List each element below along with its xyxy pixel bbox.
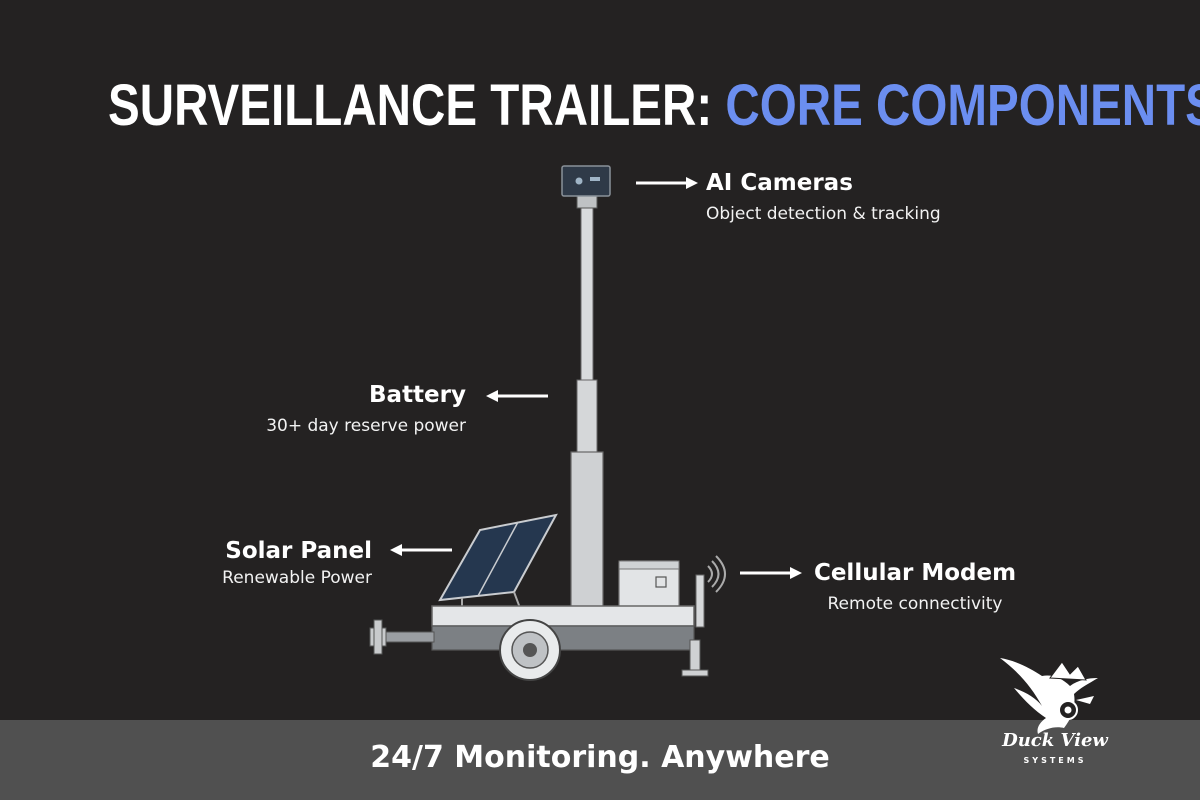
callout-solar: Solar Panel Renewable Power [180,538,372,588]
arrow-to-battery-icon [486,390,548,402]
mast-mid-section [576,379,598,453]
equipment-box-indicator [655,576,667,588]
page-title: SURVEILLANCE TRAILER: CORE COMPONENTS [108,72,1200,139]
title-part2: CORE COMPONENTS [725,73,1200,138]
arrow-to-solar-icon [390,544,452,556]
cameras-name: AI Cameras [706,170,853,196]
trailer-illustration [369,165,802,681]
mast-top-section [580,199,594,381]
arrow-to-cameras-icon [636,177,698,189]
logo-subtitle: SYSTEMS [1023,756,1087,765]
duck-eagle-logo-icon [1000,658,1098,734]
title-part1: SURVEILLANCE TRAILER: [108,73,726,138]
equipment-box-lid [618,560,680,570]
trailer-tongue [383,631,435,643]
signal-waves-icon [707,555,726,593]
cameras-desc: Object detection & tracking [706,204,941,224]
footer-tagline: 24/7 Monitoring. Anywhere [370,740,830,775]
camera-mount [576,195,598,209]
battery-desc: 30+ day reserve power [266,416,466,436]
solar-panel-divider [477,521,519,597]
trailer-deck [431,605,695,627]
trailer-hitch-cross [373,619,383,655]
camera-housing [561,165,611,197]
callout-battery: Battery 30+ day reserve power [214,382,466,436]
trailer-chassis [431,625,695,651]
battery-name: Battery [369,382,466,408]
modem-desc: Remote connectivity [827,594,1003,614]
jack-stand-foot [681,669,709,677]
antenna-pole [695,574,705,628]
modem-name: Cellular Modem [813,560,1017,586]
logo-name: Duck View [1002,730,1108,751]
callout-modem: Cellular Modem Remote connectivity [810,560,1020,614]
trailer-wheel-hub [523,643,537,657]
solar-desc: Renewable Power [222,568,372,588]
camera-lens [575,177,583,185]
arrow-to-modem-icon [740,567,802,579]
mast-base-section [570,451,604,611]
callout-cameras: AI Cameras Object detection & tracking [706,170,941,224]
solar-name: Solar Panel [225,538,372,564]
camera-sensor [590,177,600,181]
jack-stand [689,639,701,675]
footer-bar [0,720,1200,800]
